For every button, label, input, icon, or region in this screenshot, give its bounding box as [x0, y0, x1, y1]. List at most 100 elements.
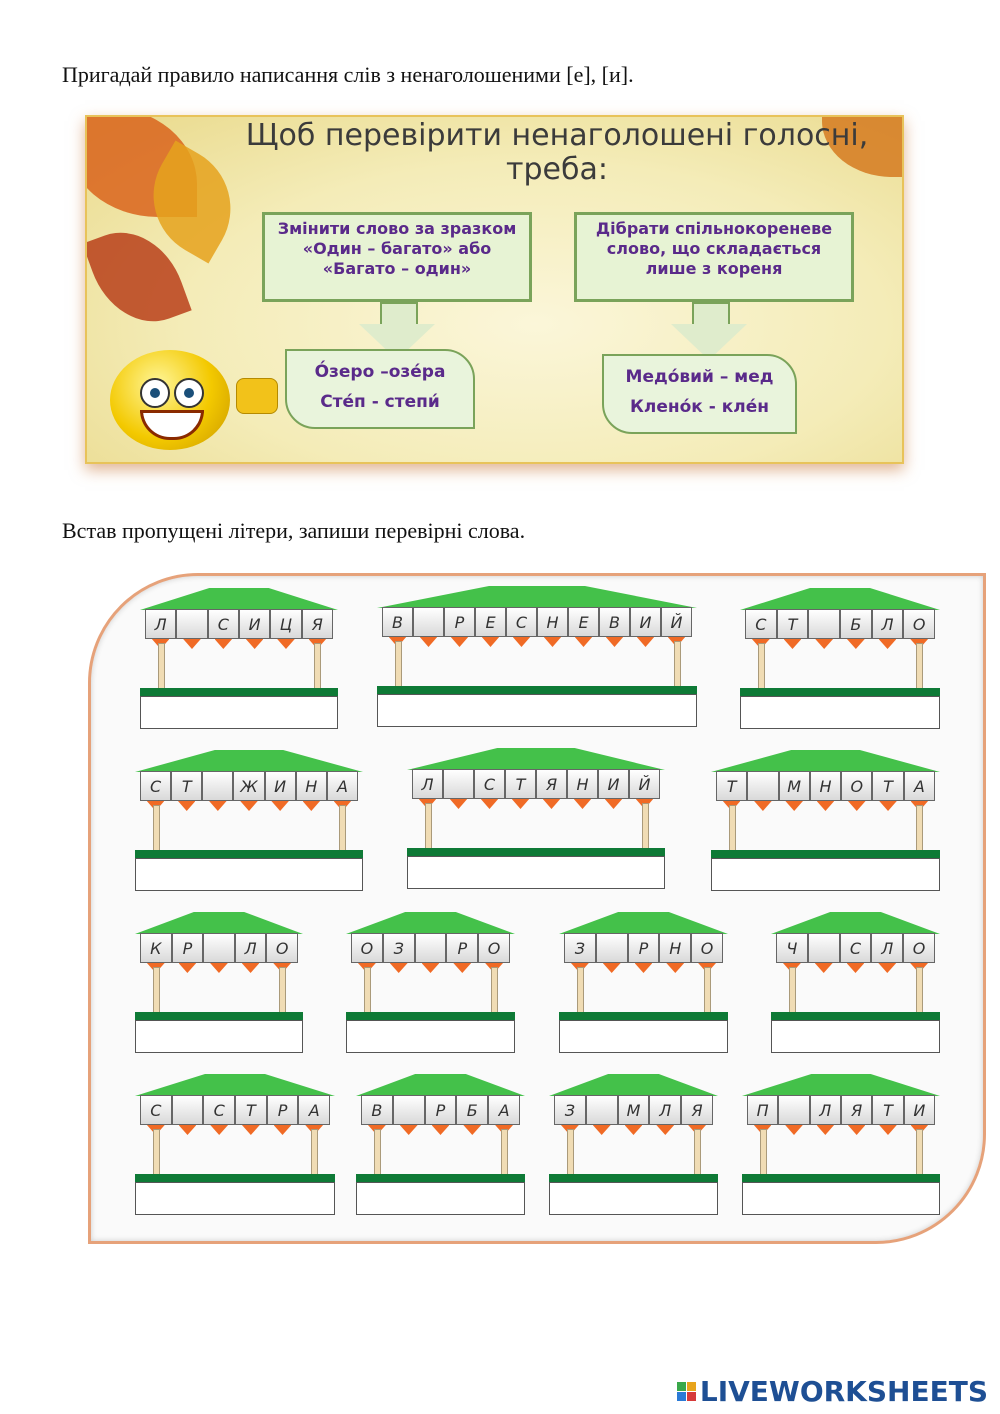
letter-cell: П	[747, 1095, 779, 1125]
check-word-input[interactable]	[742, 1182, 940, 1215]
missing-letter-input[interactable]	[414, 610, 443, 638]
missing-letter-input[interactable]	[809, 612, 840, 640]
missing-letter-cell	[807, 933, 840, 964]
missing-letter-input[interactable]	[808, 936, 839, 964]
base	[356, 1174, 525, 1182]
letter-cell: В	[382, 607, 413, 637]
letter-cell: А	[903, 771, 935, 801]
check-word-input[interactable]	[135, 1182, 335, 1215]
logo-icon	[676, 1382, 696, 1401]
letter-cell: Я	[681, 1095, 713, 1125]
post	[152, 1129, 160, 1176]
letter-cell: Т	[716, 771, 748, 801]
letter-cell: Л	[809, 1095, 841, 1125]
letter-cell: С	[745, 609, 777, 639]
letter-cell: М	[617, 1095, 650, 1125]
check-word-input[interactable]	[135, 858, 363, 891]
roof	[377, 586, 697, 608]
arrow-down-icon	[692, 302, 730, 326]
letter-cell: Е	[568, 607, 599, 637]
missing-letter-input[interactable]	[596, 936, 627, 964]
exercise-frame	[88, 573, 986, 1244]
letter-cell: В	[361, 1095, 393, 1125]
post	[339, 805, 347, 852]
letter-cell: Р	[446, 933, 479, 963]
post	[424, 803, 432, 850]
missing-letter-cell	[778, 1095, 810, 1126]
base	[135, 1012, 303, 1020]
letter-cell: А	[298, 1095, 331, 1125]
post	[673, 641, 681, 688]
base	[377, 686, 697, 694]
missing-letter-cell	[203, 933, 235, 964]
check-word-input[interactable]	[356, 1182, 525, 1215]
missing-letter-cell	[585, 1095, 618, 1126]
missing-letter-cell	[808, 609, 841, 640]
check-word-input[interactable]	[135, 1020, 303, 1053]
post	[788, 967, 796, 1014]
letter-cell: З	[382, 933, 415, 963]
missing-letter-input[interactable]	[393, 1098, 424, 1126]
letter-cell: Р	[424, 1095, 457, 1125]
base	[711, 850, 940, 858]
letter-cell: Я	[536, 769, 567, 799]
examples-right: Медо́вий – мед Клено́к - кле́н	[602, 354, 797, 434]
check-word-input[interactable]	[346, 1020, 515, 1053]
example-line: Сте́п - степи́	[320, 392, 440, 412]
check-word-input[interactable]	[559, 1020, 728, 1053]
missing-letter-input[interactable]	[172, 1098, 203, 1126]
letter-cell: Т	[872, 771, 904, 801]
missing-letter-input[interactable]	[586, 1098, 617, 1126]
base	[559, 1012, 728, 1020]
check-word-input[interactable]	[407, 856, 665, 889]
instruction-rule: Пригадай правило написання слів з ненаго…	[62, 62, 634, 87]
rule-right-box: Дібрати спільнокореневе слово, що склада…	[574, 212, 854, 302]
letter-cell: И	[264, 771, 296, 801]
letter-cell: Б	[456, 1095, 489, 1125]
letter-cell: Т	[171, 771, 203, 801]
missing-letter-input[interactable]	[444, 772, 473, 800]
missing-letter-input[interactable]	[415, 936, 446, 964]
post	[916, 1129, 924, 1176]
missing-letter-input[interactable]	[748, 774, 778, 802]
check-word-input[interactable]	[711, 858, 940, 891]
post	[566, 1129, 574, 1176]
letter-cell: Ж	[233, 771, 265, 801]
letter-cell: О	[903, 609, 936, 639]
missing-letter-input[interactable]	[177, 612, 207, 640]
missing-letter-cell	[595, 933, 628, 964]
check-word-input[interactable]	[771, 1020, 940, 1053]
base	[740, 688, 940, 696]
missing-letter-input[interactable]	[204, 936, 234, 964]
post	[501, 1129, 509, 1176]
post	[491, 967, 499, 1014]
letter-cell: Я	[840, 1095, 873, 1125]
check-word-input[interactable]	[740, 696, 940, 729]
missing-letter-cell	[392, 1095, 425, 1126]
check-word-input[interactable]	[549, 1182, 718, 1215]
letter-cell: Й	[661, 607, 692, 637]
letter-cell: К	[140, 933, 172, 963]
check-word-input[interactable]	[377, 694, 697, 727]
missing-letter-input[interactable]	[203, 774, 233, 802]
letter-cell: М	[778, 771, 810, 801]
letter-cell: И	[238, 609, 271, 639]
letter-cell: Л	[871, 933, 904, 963]
missing-letter-cell	[443, 769, 474, 800]
missing-letter-input[interactable]	[779, 1098, 809, 1126]
check-word-input[interactable]	[140, 696, 338, 729]
post	[704, 967, 712, 1014]
post	[373, 1129, 381, 1176]
